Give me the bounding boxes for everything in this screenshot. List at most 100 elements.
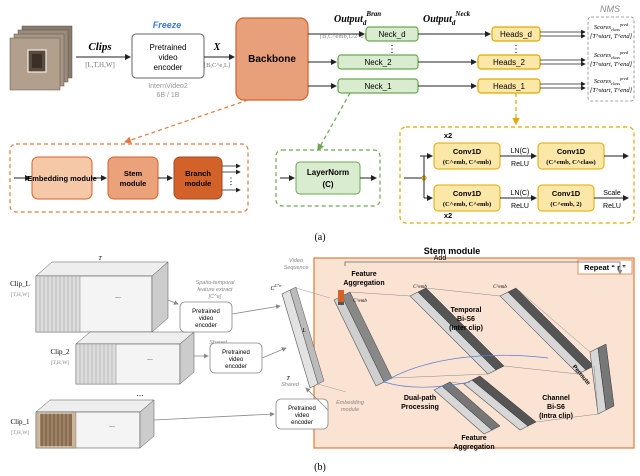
feature-aggregation-bottom-slab	[433, 381, 501, 435]
branch-output-arrows	[222, 163, 241, 193]
add-label: Add	[434, 255, 447, 262]
nms-label: NMS	[600, 4, 620, 14]
channel-line2: Bi-S6	[547, 404, 565, 411]
svg-text:Scoresclasspred: Scoresclasspred	[594, 50, 629, 60]
input-video-frames	[9, 25, 73, 91]
seq-to-stem-lines	[295, 287, 347, 393]
clip-2-dims: [T,H,W]	[51, 360, 70, 366]
heads-2-label: Heads_2	[493, 58, 526, 67]
nms-box	[587, 16, 635, 102]
dual-path-line1: Dual-path	[404, 395, 436, 402]
stem-module-line1: Stem	[124, 169, 143, 178]
heads-d-box	[491, 26, 541, 42]
shared-label-2: Shared	[281, 382, 300, 388]
nms-scores: Scoresclasspred [T^start, T^end] Scoresc…	[590, 22, 633, 94]
encoder-line1: Pretrained	[150, 43, 187, 52]
svg-text:Scoresclasspred: Scoresclasspred	[594, 22, 629, 32]
encoder-1-line2: video	[295, 413, 310, 419]
neck-detail-connector	[317, 92, 351, 152]
temporal-bi-s6-slab	[409, 287, 505, 375]
extract-line3: [C^e]	[208, 294, 222, 300]
backbone-detail-connector	[123, 99, 249, 144]
clip-l-stack	[35, 261, 169, 333]
clip-l-to-encoder	[167, 299, 179, 305]
freeze-label: Freeze	[153, 20, 182, 30]
clip-2-stack	[75, 331, 195, 385]
heads-d-label: Heads_d	[500, 30, 532, 39]
pretrained-encoder-box	[131, 33, 205, 79]
caption-a: (a)	[314, 232, 325, 243]
feature-aggregation-bottom-line2: Aggregation	[453, 444, 494, 451]
encoder-1-box	[275, 398, 329, 430]
ln-top-label: LN(C)	[511, 148, 530, 155]
clip-1-name: Clip_1	[10, 418, 30, 426]
video-sequence-line1: Video	[289, 258, 303, 264]
encoder-model-line1: InternVideo2	[148, 83, 188, 90]
svg-text:[T^start, T^end]: [T^start, T^end]	[590, 61, 633, 68]
encoder-1-line3: encoder	[291, 420, 313, 426]
extract-line2: feature extract	[197, 287, 233, 293]
video-sequence-side	[289, 286, 325, 385]
encoder-l-line1: Pretrained	[192, 309, 220, 315]
top-conv2-name: Conv1D	[557, 147, 586, 156]
stem-module-box	[107, 156, 159, 200]
dual-path-line2: Processing	[401, 404, 439, 411]
relu-bottom-label: ReLU	[511, 203, 529, 210]
layernorm-sub: (C)	[322, 180, 333, 189]
l-label-seq: L	[301, 328, 306, 334]
backbone-label: Backbone	[248, 54, 296, 65]
backbone-box	[235, 17, 309, 101]
add-arrow	[344, 261, 623, 275]
cemb-label-2: C^emb	[413, 285, 427, 290]
encoder-2-line2: video	[229, 357, 244, 363]
heads-to-nms-arrows	[540, 29, 586, 91]
encoder-1-line1: Pretrained	[288, 406, 316, 412]
layernorm-label: LayerNorm	[307, 168, 349, 177]
embedding-module-label: Embedding module	[27, 174, 97, 183]
clips-dims: [L,T,H,W]	[85, 61, 115, 69]
bottom-conv1-dims: (C^emb, C^emb)	[443, 201, 491, 208]
temporal-line3: (Inter clip)	[449, 325, 483, 332]
svg-text:Scoresclasspred: Scoresclasspred	[594, 76, 629, 86]
clip-l-name: Clip_L	[10, 280, 30, 288]
clip-1-dims: [T,H,W]	[11, 430, 30, 436]
blue-flow-lines	[383, 354, 549, 388]
encoder-model-line2: 6B / 1B	[157, 92, 180, 99]
encoder-2-line1: Pretrained	[222, 350, 250, 356]
embedding-module-line1: Embedding	[336, 400, 365, 406]
clip-l-cell-label: ...	[115, 293, 121, 300]
bottom-conv2-dims: (C^emb, 2)	[550, 201, 581, 208]
svg-text:[T^start, T^end]: [T^start, T^end]	[590, 87, 633, 94]
clip-width-label: T	[98, 256, 102, 262]
stem-module-line2: module	[120, 179, 147, 188]
caption-b: (b)	[314, 462, 326, 473]
extract-line1: Spatio-temporal	[196, 280, 236, 286]
channel-line1: Channel	[542, 395, 570, 402]
permute-slab	[589, 343, 615, 415]
temporal-line2: Bi-S6	[457, 316, 475, 323]
embedding-module-line2: module	[341, 407, 359, 413]
branch-detail-box	[9, 143, 249, 213]
branch-output-dots: ⋮	[227, 176, 236, 186]
neck-2-label: Neck_2	[364, 58, 392, 67]
ce-label: CC^e	[271, 283, 282, 292]
stem-module-title: Stem module	[424, 246, 481, 256]
encoder-line3: encoder	[154, 63, 183, 72]
branch-module-line2: module	[185, 179, 212, 188]
relu-out-label: ReLU	[603, 203, 621, 210]
repeat-label: Repeat “ r ”	[584, 263, 626, 272]
feature-aggregation-top-line1: Feature	[351, 271, 376, 278]
clips-label: Clips	[88, 41, 111, 53]
encoder-2-line3: encoder	[225, 364, 247, 370]
relu-top-label: ReLU	[511, 161, 529, 168]
heads-dots: ⋮	[511, 44, 521, 55]
stem-internal-lines	[349, 287, 599, 423]
encoder-l-box	[179, 301, 233, 333]
feature-aggregation-top-line2: Aggregation	[343, 280, 384, 287]
t-label-seq: T	[286, 376, 290, 382]
clip-1-stack	[35, 399, 155, 449]
top-conv1-name: Conv1D	[453, 147, 482, 156]
neck-1-label: Neck_1	[364, 82, 392, 91]
top-conv1-dims: (C^emb, C^emb)	[443, 159, 491, 166]
top-conv2-dims: (C^emb, C^class)	[546, 159, 595, 166]
